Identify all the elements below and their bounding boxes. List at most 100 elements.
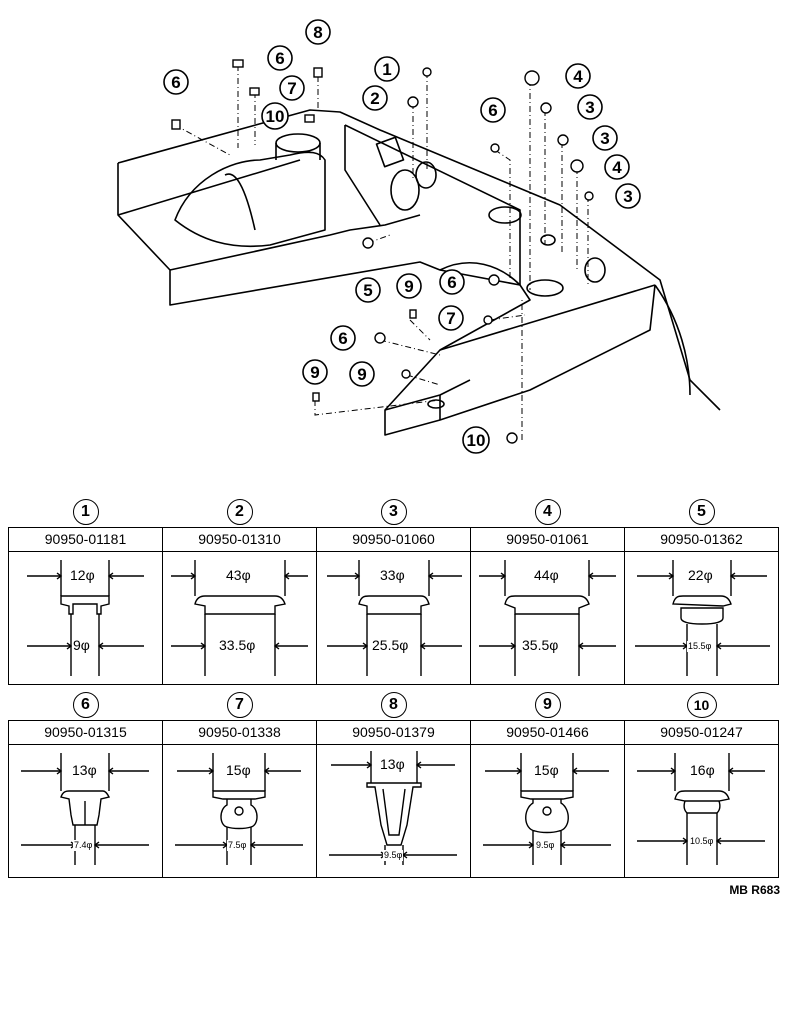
top-diameter: 15φ	[225, 762, 252, 778]
callout-6: 6	[163, 69, 189, 95]
grommet-drawing	[635, 560, 770, 676]
index-circle: 9	[534, 692, 561, 718]
callout-8: 8	[305, 19, 331, 45]
callout-1: 1	[374, 56, 400, 82]
part-number: 90950-01060	[317, 528, 470, 552]
callout-number: 8	[313, 23, 322, 42]
callout-number: 3	[600, 129, 609, 148]
part-number: 90950-01362	[625, 528, 778, 552]
grommet-drawing	[327, 560, 462, 676]
top-diameter: 12φ	[69, 567, 96, 583]
callout-6: 6	[330, 325, 356, 351]
parts-table-row-2: 6 7 8 9 10 90950-01315	[8, 690, 779, 878]
part-number: 90950-01466	[471, 721, 624, 745]
top-diameter: 15φ	[533, 762, 560, 778]
part-cell-10: 90950-01247 16φ 10.5φ	[624, 720, 779, 878]
callout-number: 6	[338, 329, 347, 348]
callout-10: 10	[261, 102, 289, 130]
index-circle: 5	[688, 499, 715, 525]
callout-number: 10	[266, 107, 285, 126]
part-number: 90950-01181	[9, 528, 162, 552]
bottom-diameter: 7.5φ	[227, 840, 248, 851]
bottom-diameter: 15.5φ	[687, 641, 713, 652]
callout-number: 9	[357, 365, 366, 384]
callout-number: 6	[171, 73, 180, 92]
part-number: 90950-01310	[163, 528, 316, 552]
top-diameter: 22φ	[687, 567, 714, 583]
part-cell-4: 90950-01061 44φ 35.5φ	[470, 527, 625, 685]
grommet-drawing	[483, 753, 611, 865]
index-circle: 1	[72, 499, 99, 525]
callout-4: 4	[604, 154, 630, 180]
part-cell-9: 90950-01466 15φ 9.5φ	[470, 720, 625, 878]
grommet-drawing	[175, 753, 303, 865]
part-cell-7: 90950-01338 15φ 7.5φ	[162, 720, 317, 878]
bottom-diameter: 7.4φ	[73, 840, 94, 851]
index-circle: 7	[226, 692, 253, 718]
grommet-drawing	[171, 560, 308, 676]
index-circle: 4	[534, 499, 561, 525]
callout-5: 5	[355, 277, 381, 303]
part-number: 90950-01379	[317, 721, 470, 745]
parts-table-row-1: 1 2 3 4 5 90950-01181	[8, 497, 779, 685]
callout-9: 9	[349, 361, 375, 387]
callout-number: 7	[446, 309, 455, 328]
callout-4: 4	[565, 63, 591, 89]
part-cell-8: 90950-01379 13φ 9.5φ	[316, 720, 471, 878]
callout-9: 9	[396, 273, 422, 299]
index-circle: 3	[380, 499, 407, 525]
floor-panel-outline	[117, 109, 721, 411]
callout-number: 5	[363, 281, 372, 300]
callout-3: 3	[577, 94, 603, 120]
top-diameter: 43φ	[225, 567, 252, 583]
bottom-diameter: 25.5φ	[371, 637, 410, 653]
top-diameter: 33φ	[379, 567, 406, 583]
index-circle: 8	[380, 692, 407, 718]
grommet-drawing	[21, 753, 149, 865]
grommet-drawing	[27, 560, 144, 676]
bottom-diameter: 35.5φ	[521, 637, 560, 653]
callout-7: 7	[438, 305, 464, 331]
callout-number: 4	[612, 158, 622, 177]
part-cell-3: 90950-01060 33φ 25.5φ	[316, 527, 471, 685]
grommet-drawing	[479, 560, 616, 676]
callout-number: 10	[467, 431, 486, 450]
callout-6: 6	[439, 269, 465, 295]
callout-3: 3	[615, 183, 641, 209]
callout-number: 7	[287, 79, 296, 98]
bottom-diameter: 10.5φ	[689, 836, 715, 847]
part-number: 90950-01247	[625, 721, 778, 745]
part-cell-1: 90950-01181 12φ 9φ	[8, 527, 163, 685]
grommet-drawing	[637, 753, 765, 865]
drawing-code: MB R683	[729, 883, 780, 897]
bottom-diameter: 9.5φ	[383, 850, 404, 861]
callout-10: 10	[462, 426, 490, 454]
part-cell-5: 90950-01362 22φ 15.5φ	[624, 527, 779, 685]
top-diameter: 13φ	[379, 756, 406, 772]
callout-6: 6	[267, 45, 293, 71]
callout-number: 6	[275, 49, 284, 68]
callout-number: 4	[573, 67, 583, 86]
top-diameter: 44φ	[533, 567, 560, 583]
top-diameter: 16φ	[689, 762, 716, 778]
top-diameter: 13φ	[71, 762, 98, 778]
callout-number: 2	[370, 89, 379, 108]
callout-number: 6	[447, 273, 456, 292]
bottom-diameter: 9φ	[72, 637, 91, 653]
callout-2: 2	[362, 85, 388, 111]
bottom-diameter: 9.5φ	[535, 840, 556, 851]
index-circle: 6	[72, 692, 99, 718]
part-number: 90950-01315	[9, 721, 162, 745]
callout-number: 6	[488, 101, 497, 120]
part-cell-2: 90950-01310 43φ 33.5φ	[162, 527, 317, 685]
callout-number: 9	[404, 277, 413, 296]
part-cell-6: 90950-01315 13φ 7.4φ	[8, 720, 163, 878]
part-number: 90950-01061	[471, 528, 624, 552]
callout-number: 3	[623, 187, 632, 206]
callout-3: 3	[592, 125, 618, 151]
bottom-diameter: 33.5φ	[218, 637, 257, 653]
callout-6: 6	[480, 97, 506, 123]
index-circle: 10	[686, 692, 717, 718]
callout-number: 9	[310, 363, 319, 382]
